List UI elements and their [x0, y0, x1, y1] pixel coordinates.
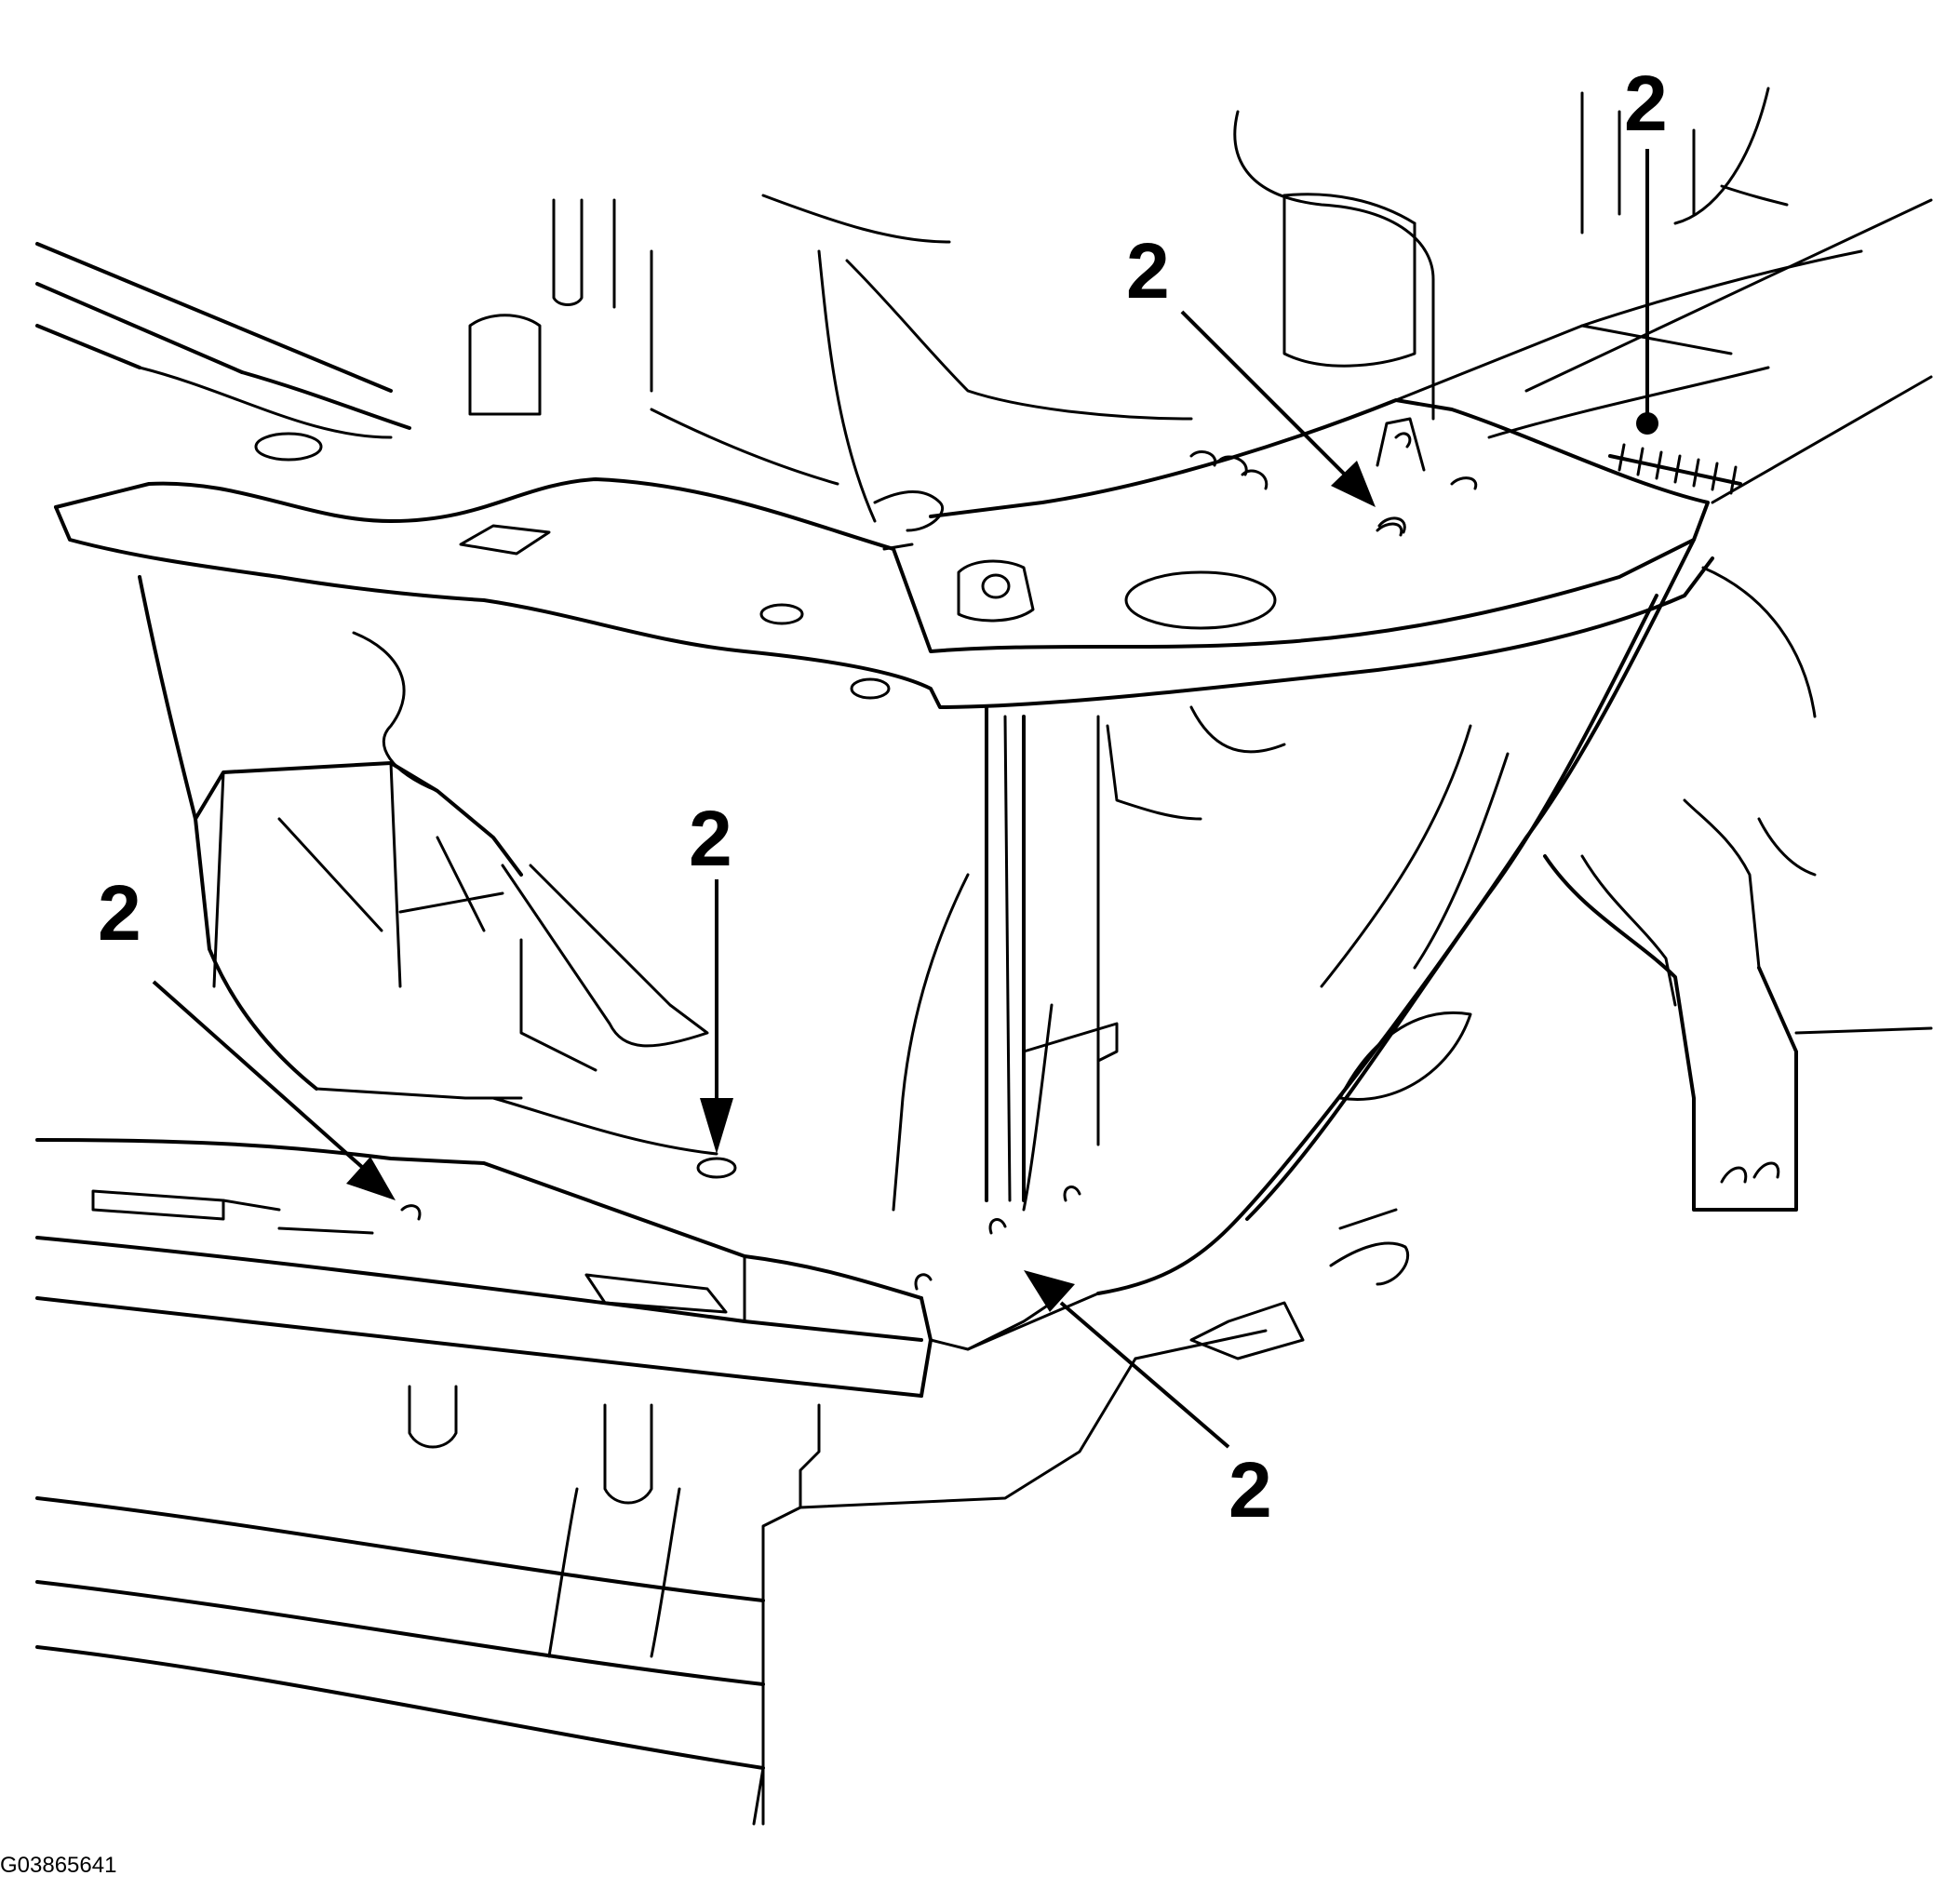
callout-weld-seam: 2: [1624, 60, 1668, 419]
callout-label: 2: [98, 869, 141, 957]
lower-left-clip: [400, 1204, 422, 1221]
callout-label: 2: [1624, 60, 1668, 147]
upper-radiator-support: [35, 198, 1933, 709]
callout-label: 2: [689, 795, 732, 882]
figure-id-label: G03865641: [0, 1853, 116, 1878]
center-vertical-brace: [892, 705, 1286, 1212]
weld-point-dot: [1636, 412, 1658, 435]
center-bolt: [696, 1157, 737, 1179]
right-side-structures: [1096, 538, 1933, 1360]
callout-lower-center-clips: 2: [1024, 1270, 1272, 1534]
callout-label: 2: [1228, 1446, 1272, 1534]
engine-bay-background: [468, 87, 1789, 551]
callout-lower-left-clip: 2: [98, 869, 396, 1200]
center-support-clip-2: [988, 1218, 1007, 1235]
weld-seam-marker: [1608, 412, 1742, 495]
lower-tie-bar: [35, 1292, 1268, 1826]
callout-upper-right-clip: 2: [1126, 227, 1376, 507]
fasteners: [400, 516, 1406, 1291]
center-support-clip-1: [914, 1273, 933, 1291]
center-support-clip-3: [1063, 1186, 1081, 1202]
left-headlamp-support: [138, 575, 718, 1156]
callout-label: 2: [1126, 227, 1170, 315]
lower-bumper-beam: [35, 1138, 1054, 1602]
upper-right-clip: [1377, 516, 1406, 534]
callout-center-bolt: 2: [689, 795, 733, 1154]
